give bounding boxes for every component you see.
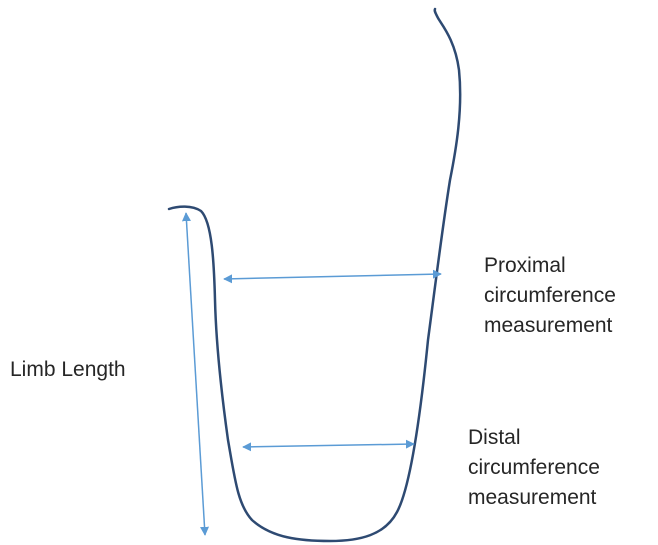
distal-label-line-3: measurement [468,486,597,509]
distal-label-line-1: Distal [468,426,521,449]
proximal-label-line-2: circumference [484,284,616,307]
distal-circumference-arrow [242,439,415,452]
proximal-label-line-3: measurement [484,314,613,337]
limb-outline [167,7,462,543]
limb-length-arrow [181,212,210,536]
limb-length-label: Limb Length [10,355,126,385]
proximal-circumference-label: Proximal circumference measurement [484,251,616,341]
distal-circumference-label: Distal circumference measurement [468,423,600,513]
proximal-label-line-1: Proximal [484,254,566,277]
limb-length-text: Limb Length [10,358,126,381]
distal-label-line-2: circumference [468,456,600,479]
proximal-circumference-arrow [223,269,442,284]
